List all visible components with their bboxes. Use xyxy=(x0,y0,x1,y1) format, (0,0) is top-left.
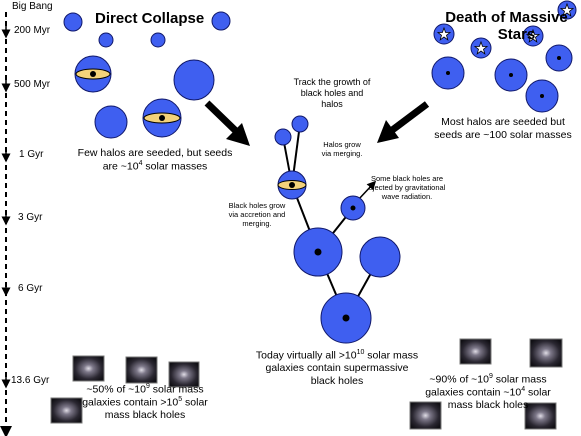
caption-line: Today virtually all >1010 solar mass xyxy=(255,349,419,362)
big-arrow-left xyxy=(204,100,250,146)
star-icon xyxy=(473,40,489,55)
halo xyxy=(150,32,166,48)
big-arrow-right xyxy=(377,101,430,143)
star-icons xyxy=(436,2,575,55)
galaxy-image xyxy=(72,355,105,382)
star-icon xyxy=(525,28,541,43)
galaxy-image xyxy=(50,397,83,424)
accretion-label: Black holes grow via accretion and mergi… xyxy=(228,201,286,228)
halo xyxy=(291,115,309,133)
timeline-start-label: Big Bang xyxy=(12,1,53,12)
halo xyxy=(63,12,83,32)
star-icon xyxy=(559,2,575,17)
accretion-disk-icon xyxy=(75,68,111,80)
galaxy-image xyxy=(529,338,563,368)
star-icon xyxy=(436,26,452,41)
timeline-tick-label: 6 Gyr xyxy=(18,283,43,294)
ejection-arrow xyxy=(357,180,377,201)
title-line: Stars xyxy=(497,26,536,44)
halo xyxy=(274,128,292,146)
caption-line: seeds are ~100 solar masses xyxy=(434,128,572,141)
caption-line: Most halos are seeded but xyxy=(441,116,565,128)
caption-line: black holes xyxy=(310,374,364,387)
galaxy-image xyxy=(459,338,492,365)
accretion-disk-icon xyxy=(143,112,181,124)
track-growth-label: Track the growth of black holes and halo… xyxy=(293,77,371,109)
caption-line: are ~104 solar masses xyxy=(102,159,208,173)
halo xyxy=(211,11,231,31)
central-black-holes xyxy=(314,205,356,322)
massive-stars-title: Death of Massive Stars xyxy=(434,9,579,44)
timeline-tick-label: 200 Myr xyxy=(14,25,51,36)
accretion-disk-icon xyxy=(277,180,307,190)
timeline-tick-label: 3 Gyr xyxy=(18,212,43,223)
timeline-tick-label: 1 Gyr xyxy=(19,149,44,160)
halo xyxy=(359,236,401,278)
halos-merge-label: Halos grow via merging. xyxy=(321,140,363,158)
galaxy-image xyxy=(168,361,200,388)
today-caption: Today virtually all >1010 solar mass gal… xyxy=(232,349,442,387)
timeline-tick-label: 500 Myr xyxy=(14,79,51,90)
massive-stars-caption: Most halos are seeded but seeds are ~100… xyxy=(428,116,578,141)
massive-stars-result: ~90% of ~109 solar mass galaxies contain… xyxy=(425,373,551,412)
halo xyxy=(94,105,128,139)
title-line: Death of Massive xyxy=(445,9,568,26)
caption-line: Few halos are seeded, but seeds xyxy=(77,147,233,159)
halo xyxy=(173,59,215,101)
direct-collapse-title: Direct Collapse xyxy=(95,10,205,27)
galaxy-image xyxy=(524,402,557,430)
caption-line: galaxies contain supermassive xyxy=(265,362,409,375)
timeline-tick-label: 13.6 Gyr xyxy=(11,375,50,386)
seed-black-holes xyxy=(446,56,561,98)
galaxy-image xyxy=(409,401,442,430)
halo xyxy=(98,32,114,48)
ejection-label: Some black holes are ejected by gravitat… xyxy=(368,174,446,201)
direct-collapse-caption: Few halos are seeded, but seeds are ~104… xyxy=(62,147,248,173)
galaxy-image xyxy=(125,356,158,384)
direct-collapse-result: ~50% of ~109 solar mass galaxies contain… xyxy=(82,383,208,422)
